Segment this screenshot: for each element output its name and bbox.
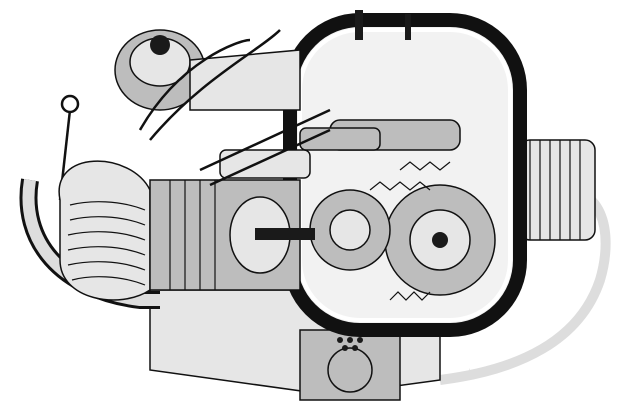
left-cylinder-piston [149, 149, 315, 291]
gear-housing [283, 10, 527, 337]
air-filter [114, 29, 301, 111]
right-cylinder [519, 139, 596, 241]
left-cylinder-head [58, 160, 151, 301]
camshaft [199, 108, 381, 187]
